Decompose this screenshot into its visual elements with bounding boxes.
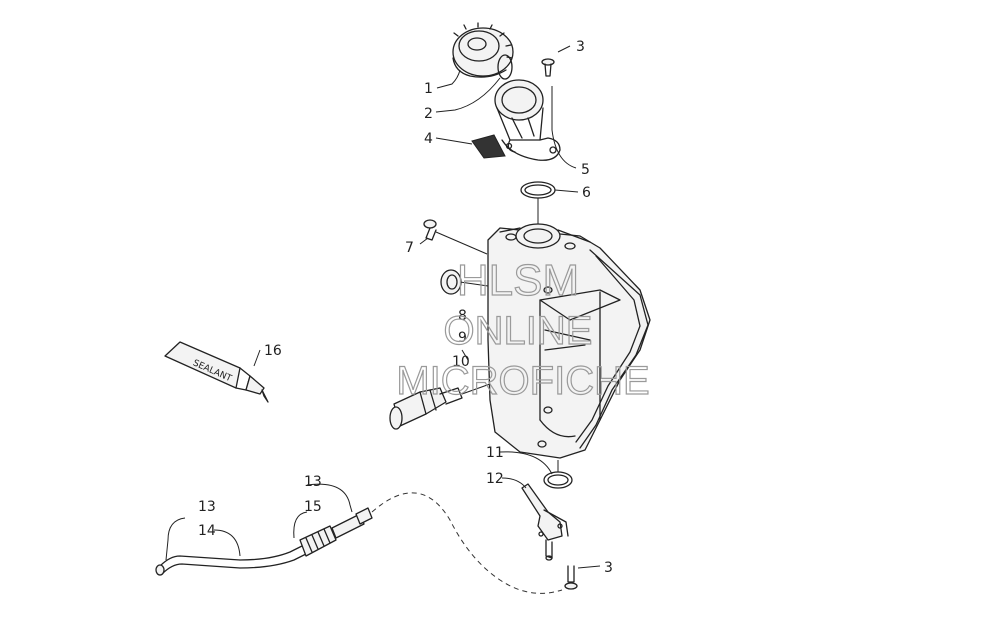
callout-8: 8 (458, 308, 467, 324)
part-sealant-tube: SEALANT (164, 341, 269, 403)
callout-11: 11 (486, 445, 504, 461)
callout-4: 4 (424, 131, 433, 147)
callout-3-bottom: 3 (604, 560, 613, 576)
part-o-ring-lower (543, 460, 573, 489)
callout-13-right: 13 (304, 474, 322, 490)
part-o-ring-upper (520, 181, 556, 199)
callout-7: 7 (405, 240, 414, 256)
part-screw-top (541, 58, 555, 77)
part-fitting-washer (440, 269, 489, 295)
callout-10: 10 (452, 354, 470, 370)
part-screw-bottom (564, 565, 578, 590)
callout-16: 16 (264, 343, 282, 359)
callout-2: 2 (424, 106, 433, 122)
callout-5: 5 (581, 162, 590, 178)
part-oil-tank (487, 223, 651, 459)
callout-13-left: 13 (198, 499, 216, 515)
watermark-line-3: MICROFICHE (396, 359, 649, 403)
part-sensor-plug (389, 383, 491, 430)
callout-14: 14 (198, 523, 216, 539)
callout-6: 6 (582, 185, 591, 201)
part-hose-assembly (155, 492, 563, 594)
callout-9: 9 (458, 330, 467, 346)
callout-15: 15 (304, 499, 322, 515)
callout-3-top: 3 (576, 39, 585, 55)
watermark-line-2: ONLINE (444, 309, 593, 353)
part-filler-neck (494, 79, 561, 161)
part-cap-gasket (497, 54, 513, 80)
callout-labels: 1 2 3 4 5 6 7 8 9 10 11 12 13 13 14 15 1… (198, 39, 613, 576)
watermark-line-1: HLSM (457, 256, 579, 305)
watermark: HLSM ONLINE MICROFICHE (396, 255, 651, 403)
callout-12: 12 (486, 471, 504, 487)
part-decal (471, 134, 506, 159)
part-filler-cap (452, 22, 514, 78)
part-outlet-fitting (521, 483, 569, 561)
callout-leaders (165, 45, 601, 569)
part-bolt (423, 219, 488, 255)
callout-1: 1 (424, 81, 433, 97)
